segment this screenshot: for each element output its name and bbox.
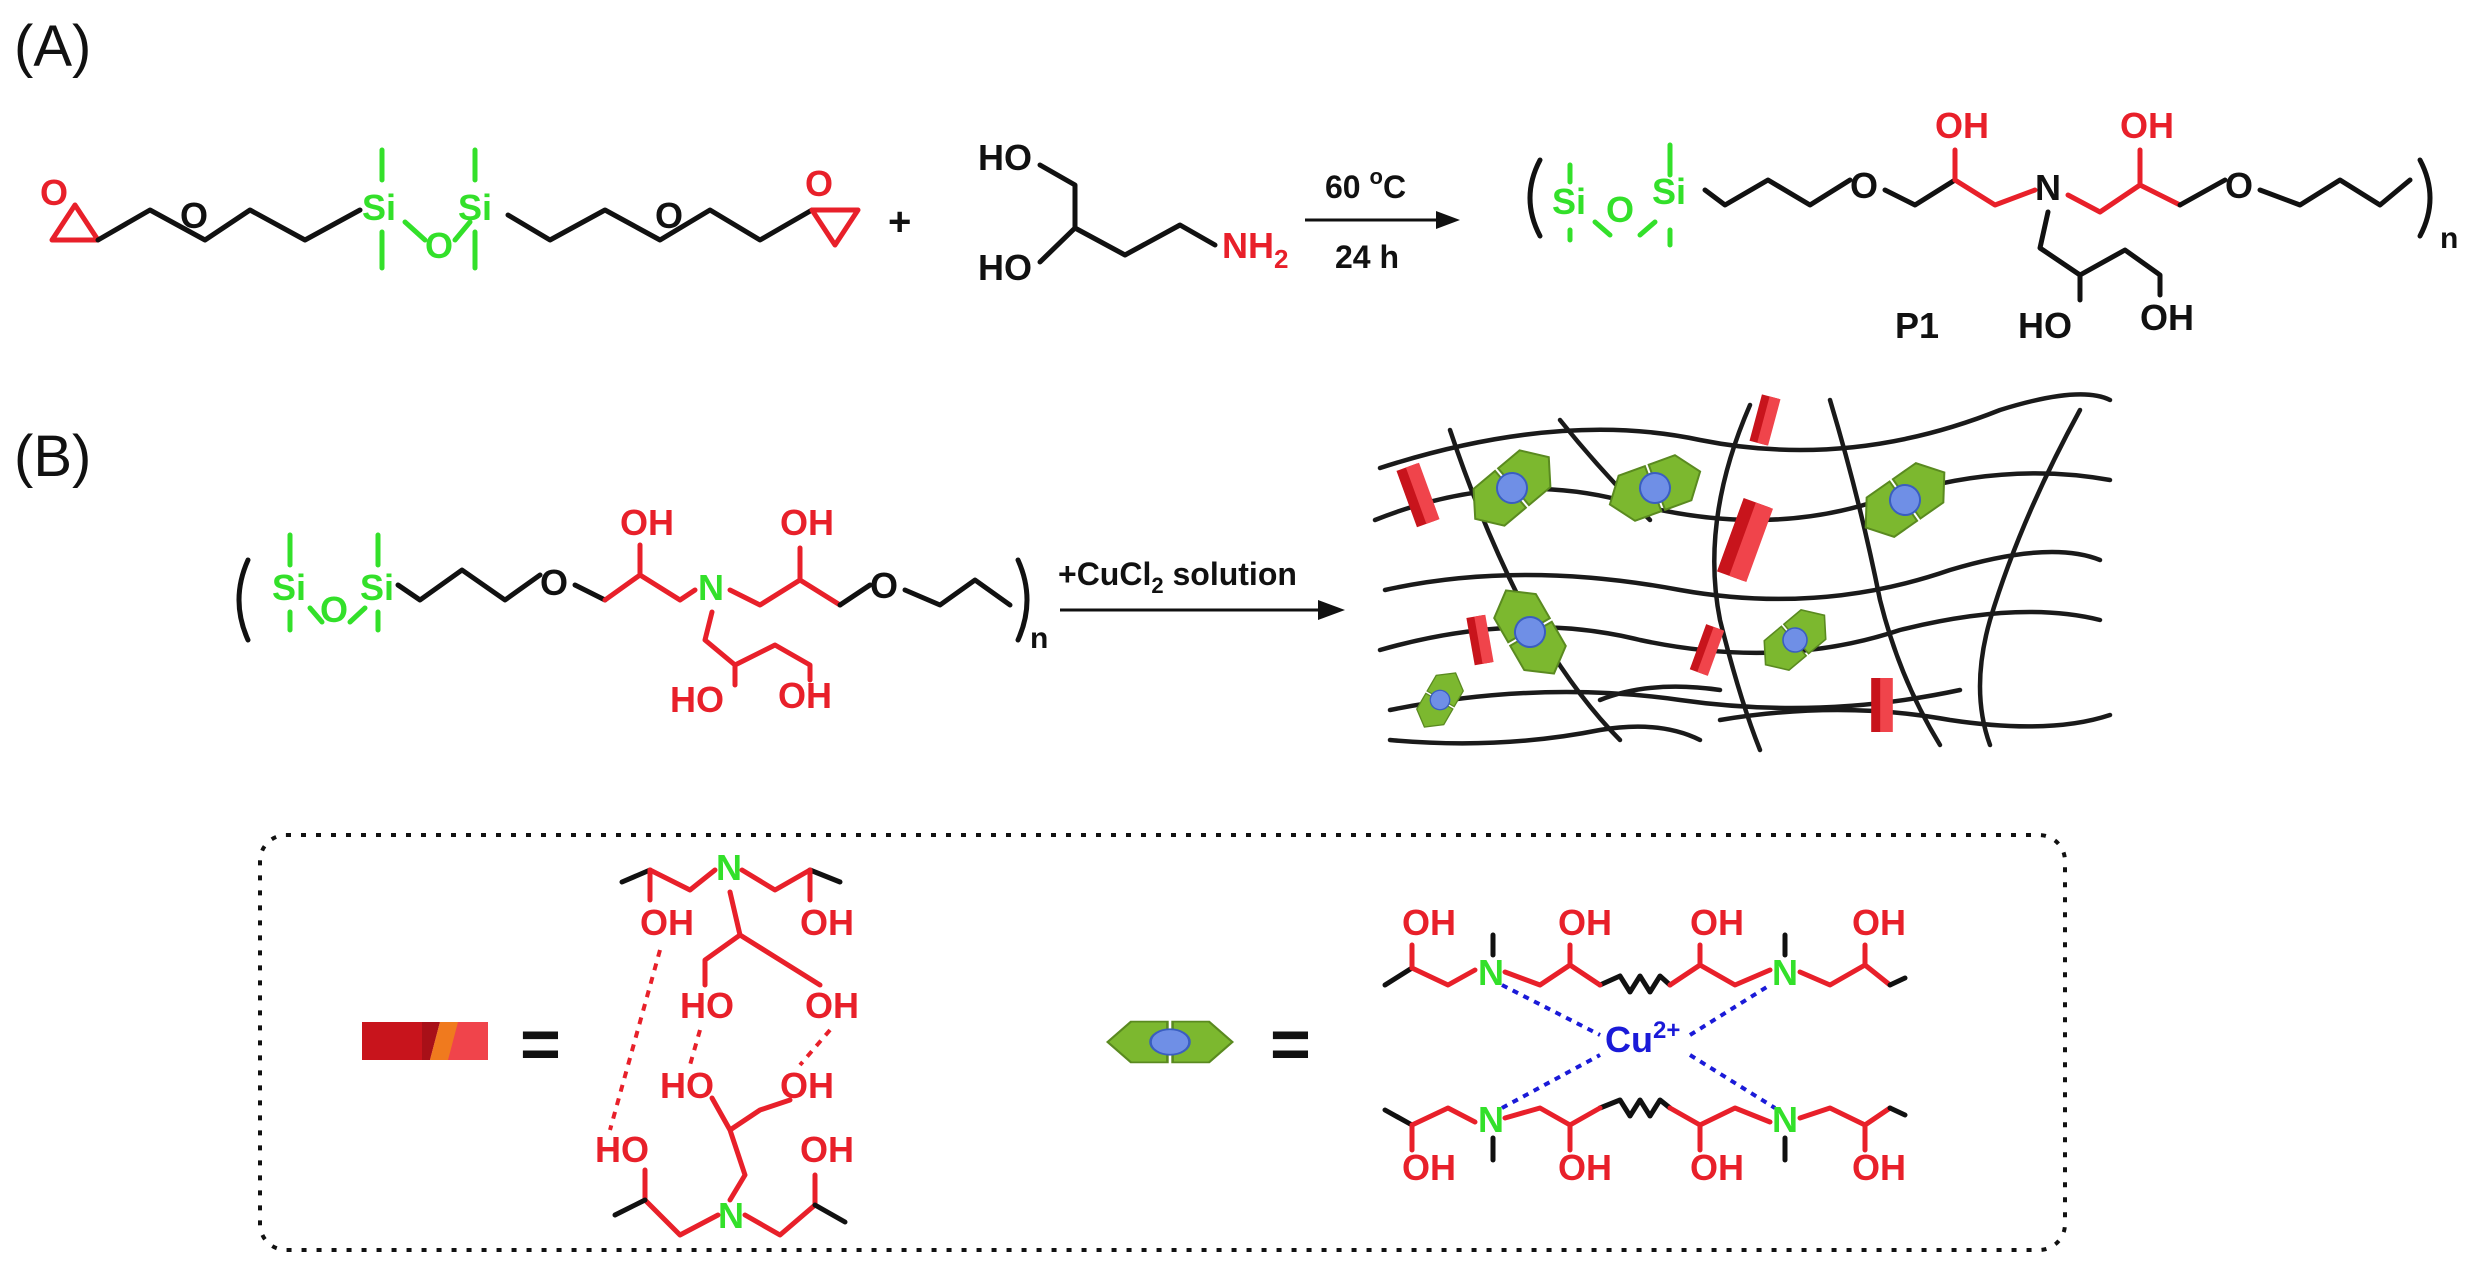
cu-n-top-right: N — [1772, 952, 1798, 993]
hbond-symbol — [362, 1022, 488, 1060]
cu-oh-bottom-4: OH — [1852, 1147, 1906, 1188]
cu-charge: 2+ — [1653, 1017, 1680, 1044]
silicon-atom-2: Si — [458, 187, 492, 228]
condition-time: 24 h — [1335, 239, 1399, 275]
hbond-crosslink-4 — [1466, 614, 1494, 666]
p1-ether-oxygen-2: O — [2225, 165, 2253, 206]
panel-label-a: (A) — [14, 14, 91, 79]
b-silicon-2: Si — [360, 567, 394, 608]
b-ether-oxygen-1: O — [540, 562, 568, 603]
reagent-label: +CuCl2 solution — [1058, 556, 1297, 598]
epoxide-oxygen-left: O — [40, 172, 68, 213]
silicon-atom-1: Si — [362, 187, 396, 228]
equals-sign-2: = — [1270, 1005, 1311, 1083]
b-siloxane-oxygen: O — [320, 589, 348, 630]
reagent-plus: + — [1058, 556, 1077, 592]
hbond-crosslink-3 — [1717, 498, 1773, 582]
cu-symbol — [1106, 1020, 1234, 1064]
reagent-suffix: solution — [1164, 556, 1297, 592]
hydroxyl-bottom: HO — [978, 247, 1032, 288]
hb-ho-1: HO — [680, 985, 734, 1026]
p1-silicon-2: Si — [1652, 171, 1686, 212]
polymer-p1: Si O Si O OH N OH O n HO OH P1 — [1527, 105, 2458, 346]
hb-ho-3: HO — [595, 1129, 649, 1170]
b-ether-oxygen-2: O — [870, 565, 898, 606]
condition-temp-unit: C — [1383, 169, 1406, 205]
hb-n-2: N — [718, 1195, 744, 1236]
ether-oxygen-2: O — [655, 195, 683, 236]
aminopropanediol: HO HO NH2 — [978, 137, 1288, 288]
panel-label-b: (B) — [14, 424, 91, 489]
siloxane-oxygen: O — [425, 225, 453, 266]
legend-box — [258, 833, 2067, 1252]
reagent-subscript: 2 — [1151, 573, 1163, 598]
hbond-crosslink-2 — [1749, 394, 1781, 446]
cu-oh-bottom-2: OH — [1558, 1147, 1612, 1188]
legend-hbond: = OH N OH HO OH HO OH N HO OH — [362, 847, 859, 1238]
hb-oh-2: OH — [800, 902, 854, 943]
b-repeat-n: n — [1030, 622, 1048, 655]
hbond-structure: OH N OH HO OH HO OH N HO OH — [595, 847, 859, 1238]
hbond-crosslink-6 — [1871, 678, 1893, 732]
ether-oxygen-1: O — [180, 195, 208, 236]
cu-n-top-left: N — [1478, 952, 1504, 993]
p1-label: P1 — [1895, 305, 1939, 346]
b-pendant-ho: HO — [670, 679, 724, 720]
cu-n-bottom-left: N — [1478, 1099, 1504, 1140]
cu-oh-bottom-1: OH — [1402, 1147, 1456, 1188]
cu-symbol-text: Cu — [1605, 1019, 1653, 1060]
p1-hydroxyl-1: OH — [1935, 105, 1989, 146]
p1-pendant-ho: HO — [2018, 305, 2072, 346]
p1-siloxane-oxygen: O — [1606, 189, 1634, 230]
cu-oh-top-2: OH — [1558, 902, 1612, 943]
amine-nh: NH — [1222, 225, 1274, 266]
b-hydroxyl-2: OH — [780, 502, 834, 543]
amine-group: NH2 — [1222, 225, 1288, 274]
plus-sign: + — [888, 200, 911, 244]
reaction-arrow-b: +CuCl2 solution — [1058, 556, 1345, 620]
p1-repeat-n: n — [2440, 222, 2458, 255]
epoxide-oxygen-right: O — [805, 163, 833, 204]
cu-ion-label: Cu2+ — [1605, 1017, 1680, 1060]
cu-crosslink-1 — [1458, 437, 1566, 539]
cu-oh-bottom-3: OH — [1690, 1147, 1744, 1188]
amine-subscript: 2 — [1274, 244, 1288, 274]
p1-ether-oxygen-1: O — [1850, 165, 1878, 206]
p1-pendant-oh: OH — [2140, 297, 2194, 338]
hydroxyl-top: HO — [978, 137, 1032, 178]
hydrogen-bond-lines — [608, 949, 832, 1131]
hb-n-1: N — [716, 847, 742, 888]
b-pendant-oh: OH — [778, 675, 832, 716]
copper-complex-structure: OH N OH OH N OH Cu2+ OH N — [1382, 902, 1908, 1188]
legend-copper: = OH N OH OH N OH Cu2+ OH — [1106, 902, 1908, 1188]
p1-hydroxyl-2: OH — [2120, 105, 2174, 146]
crosslinked-network-illustration — [1372, 392, 2113, 753]
b-hydroxyl-1: OH — [620, 502, 674, 543]
condition-temp-value: 60 — [1325, 169, 1369, 205]
hb-oh-3: OH — [805, 985, 859, 1026]
reaction-arrow-a: 60 oC 24 h — [1305, 164, 1460, 275]
hb-ho-2: HO — [660, 1065, 714, 1106]
p1-silicon-1: Si — [1552, 181, 1586, 222]
equals-sign-1: = — [520, 1005, 561, 1083]
cu-oh-top-3: OH — [1690, 902, 1744, 943]
polymer-p1-panel-b: Si O Si O OH N OH O n HO OH — [236, 502, 1048, 720]
diepoxy-siloxane-monomer: O O Si O Si O O — [40, 147, 861, 271]
cu-oh-top-4: OH — [1852, 902, 1906, 943]
condition-degree: o — [1369, 164, 1382, 189]
b-silicon-1: Si — [272, 567, 306, 608]
b-nitrogen: N — [698, 567, 724, 608]
hb-oh-1: OH — [640, 902, 694, 943]
cu-crosslink-5 — [1752, 599, 1838, 681]
condition-temperature: 60 oC — [1325, 164, 1406, 205]
cu-n-bottom-right: N — [1772, 1099, 1798, 1140]
reagent-formula: CuCl — [1077, 556, 1152, 592]
p1-nitrogen: N — [2035, 167, 2061, 208]
hb-oh-5: OH — [800, 1129, 854, 1170]
cu-oh-top-1: OH — [1402, 902, 1456, 943]
hbond-crosslink-1 — [1396, 462, 1440, 528]
cu-crosslink-3 — [1850, 451, 1960, 549]
